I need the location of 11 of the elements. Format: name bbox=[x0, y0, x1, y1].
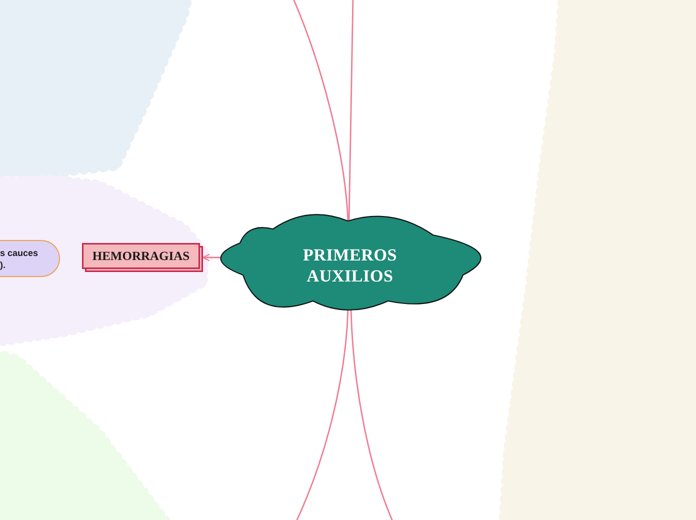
topic-box bbox=[82, 243, 203, 272]
connector-line bbox=[350, 308, 394, 520]
connector-line bbox=[295, 308, 349, 520]
subtopic-pill bbox=[0, 240, 60, 277]
connector-line bbox=[348, 0, 354, 221]
topic-title: PRIMEROS AUXILIOS bbox=[302, 244, 398, 286]
subtopic-text: s cauces ). bbox=[0, 246, 40, 270]
connector-line bbox=[292, 0, 349, 222]
central-topic-cloud bbox=[218, 213, 482, 310]
arrow bbox=[202, 254, 221, 262]
topic-title: HEMORRAGIAS bbox=[92, 248, 190, 264]
